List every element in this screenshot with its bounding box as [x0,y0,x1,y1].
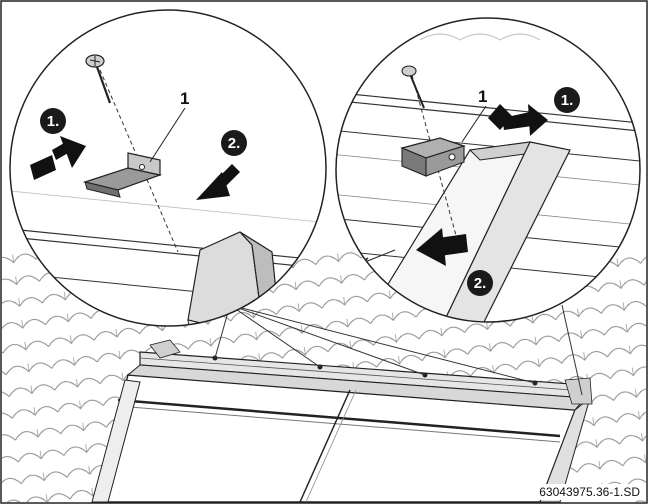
right-step-two-badge: 2. [467,270,493,296]
svg-text:2.: 2. [474,275,487,292]
left-step-two-badge: 2. [221,130,247,156]
left-lift-arrow-icon [30,136,86,180]
left-step-one-badge: 1. [40,108,66,134]
svg-text:1.: 1. [47,113,60,130]
mounting-clamp [82,152,163,198]
mounting-clamp [400,137,466,177]
svg-text:2.: 2. [228,135,241,152]
reference-code: 63043975.36-1.SD [539,485,640,499]
right-detail-view: 1 1. 2. [335,17,641,323]
detail-leader-lines [214,304,583,396]
right-push-arrow-icon [416,228,468,266]
screw-icon [401,65,425,109]
screw-icon [85,54,112,104]
left-detail-view: 1 1. 2. [9,9,327,327]
svg-text:1.: 1. [561,92,574,109]
right-step-one-badge: 1. [554,87,580,113]
right-part-callout: 1 [478,87,487,106]
solar-collector [91,339,593,503]
right-double-arrow-icon [488,104,548,136]
left-part-callout: 1 [180,89,189,108]
left-push-arrow-icon [196,164,240,200]
